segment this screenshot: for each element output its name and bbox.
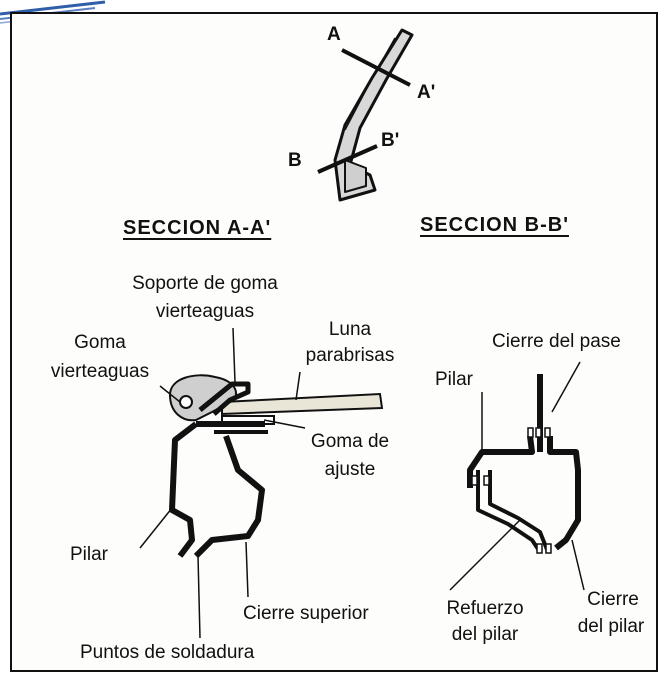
label-cierre-pilar-line1: Cierre bbox=[587, 589, 639, 610]
label-pilar-b: Pilar bbox=[435, 369, 474, 390]
pillar-outer bbox=[169, 421, 265, 559]
label-soporte-line1: Soporte de goma bbox=[132, 273, 278, 294]
label-puntos-soldadura: Puntos de soldadura bbox=[80, 642, 255, 663]
label-refuerzo-line1: Refuerzo bbox=[446, 598, 524, 619]
label-ajuste-line1: Goma de bbox=[310, 431, 390, 452]
marker-a: A bbox=[327, 24, 341, 45]
label-goma-line2: vierteaguas bbox=[50, 361, 150, 382]
label-cierre-pase: Cierre del pase bbox=[492, 331, 621, 352]
pillar-reinforcement bbox=[476, 470, 550, 554]
label-cierre-superior: Cierre superior bbox=[243, 603, 369, 624]
section-line-a bbox=[341, 48, 411, 87]
pillar-b bbox=[467, 435, 581, 551]
rubber-support bbox=[198, 381, 251, 416]
label-ajuste-line2: ajuste bbox=[324, 459, 376, 480]
label-pilar-a: Pilar bbox=[70, 544, 109, 565]
label-cierre-pilar-line2: del pilar bbox=[577, 616, 645, 637]
label-soporte-line2: vierteaguas bbox=[155, 301, 255, 322]
section-line-b bbox=[317, 144, 378, 174]
label-luna-line2: parabrisas bbox=[305, 345, 395, 366]
label-goma-line1: Goma bbox=[74, 332, 126, 353]
label-luna-line1: Luna bbox=[328, 319, 372, 340]
marker-b-prime: B' bbox=[381, 130, 400, 151]
marker-b: B bbox=[288, 150, 302, 171]
label-refuerzo-line2: del pilar bbox=[451, 624, 519, 645]
marker-a-prime: A' bbox=[417, 82, 436, 103]
pillar-shape bbox=[333, 28, 414, 202]
diagram-frame bbox=[10, 12, 658, 672]
section-a-title: SECCION A-A' bbox=[123, 217, 272, 239]
section-b-title: SECCION B-B' bbox=[420, 214, 569, 236]
